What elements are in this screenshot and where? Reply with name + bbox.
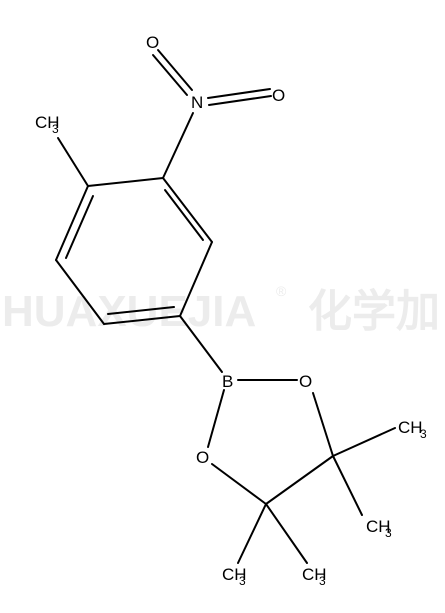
bond-ring-2-inner bbox=[164, 189, 204, 241]
watermark: HUAXUEJIA ® 化学加 bbox=[2, 283, 440, 336]
methyl-d-label: CH 3 bbox=[302, 565, 327, 588]
atom-labels: O N O CH 3 B O O CH 3 CH 3 CH 3 CH 3 bbox=[35, 33, 427, 588]
methyl-a-label: CH 3 bbox=[398, 418, 427, 441]
bond-ring-n bbox=[162, 112, 194, 179]
bond-n-o-top-a bbox=[157, 49, 193, 91]
bond-ring-1 bbox=[87, 177, 164, 187]
bond-c1-methyl-b bbox=[332, 455, 363, 516]
bond-ring-2 bbox=[162, 177, 213, 243]
bond-c1-methyl-a bbox=[332, 427, 396, 457]
atom-oxygen-top: O bbox=[146, 33, 159, 52]
watermark-cjk-text: 化学加 bbox=[308, 287, 440, 336]
atom-oxygen-ring-left: O bbox=[196, 448, 209, 467]
watermark-registered-mark: ® bbox=[276, 283, 287, 299]
atom-boron: B bbox=[222, 372, 233, 391]
bond-o-left-c bbox=[211, 463, 267, 505]
bond-ring-boron bbox=[179, 315, 223, 373]
bond-c2-methyl-a bbox=[237, 503, 267, 564]
methyl-a-subscript: 3 bbox=[420, 427, 427, 441]
methyl-a-ch: CH bbox=[398, 418, 423, 437]
bond-c2-methyl-b bbox=[265, 503, 308, 564]
bond-n-o-top-b bbox=[152, 54, 188, 96]
bond-n-o-right-a bbox=[207, 88, 271, 99]
bond-ring-6-inner bbox=[65, 195, 94, 259]
methyl-c-label: CH 3 bbox=[222, 565, 247, 588]
methyl-ring-ch: CH bbox=[35, 113, 60, 132]
methyl-ring-subscript: 3 bbox=[52, 122, 59, 136]
atom-oxygen-ring-right: O bbox=[299, 372, 312, 391]
atom-nitrogen: N bbox=[191, 93, 203, 112]
bond-ring-4 bbox=[103, 315, 181, 325]
methyl-b-subscript: 3 bbox=[385, 526, 392, 540]
methyl-ring-label: CH 3 bbox=[35, 113, 60, 136]
methyl-d-ch: CH bbox=[302, 565, 327, 584]
bond-c-c bbox=[265, 455, 334, 505]
bond-b-o-left bbox=[207, 389, 225, 448]
bond-o-right-c bbox=[312, 392, 334, 457]
methyl-d-subscript: 3 bbox=[319, 574, 326, 588]
atom-oxygen-right: O bbox=[272, 86, 285, 105]
bond-n-o-right-b bbox=[208, 95, 272, 106]
bond-ring-methyl bbox=[57, 137, 89, 187]
bond-ring-3 bbox=[179, 241, 213, 317]
methyl-b-label: CH 3 bbox=[366, 517, 392, 540]
methyl-c-ch: CH bbox=[222, 565, 247, 584]
bond-ring-6 bbox=[55, 185, 89, 261]
bond-ring-4-inner bbox=[107, 306, 175, 315]
methyl-c-subscript: 3 bbox=[239, 574, 246, 588]
methyl-b-ch: CH bbox=[366, 517, 391, 536]
bonds bbox=[55, 49, 396, 564]
bond-ring-5 bbox=[55, 259, 105, 325]
